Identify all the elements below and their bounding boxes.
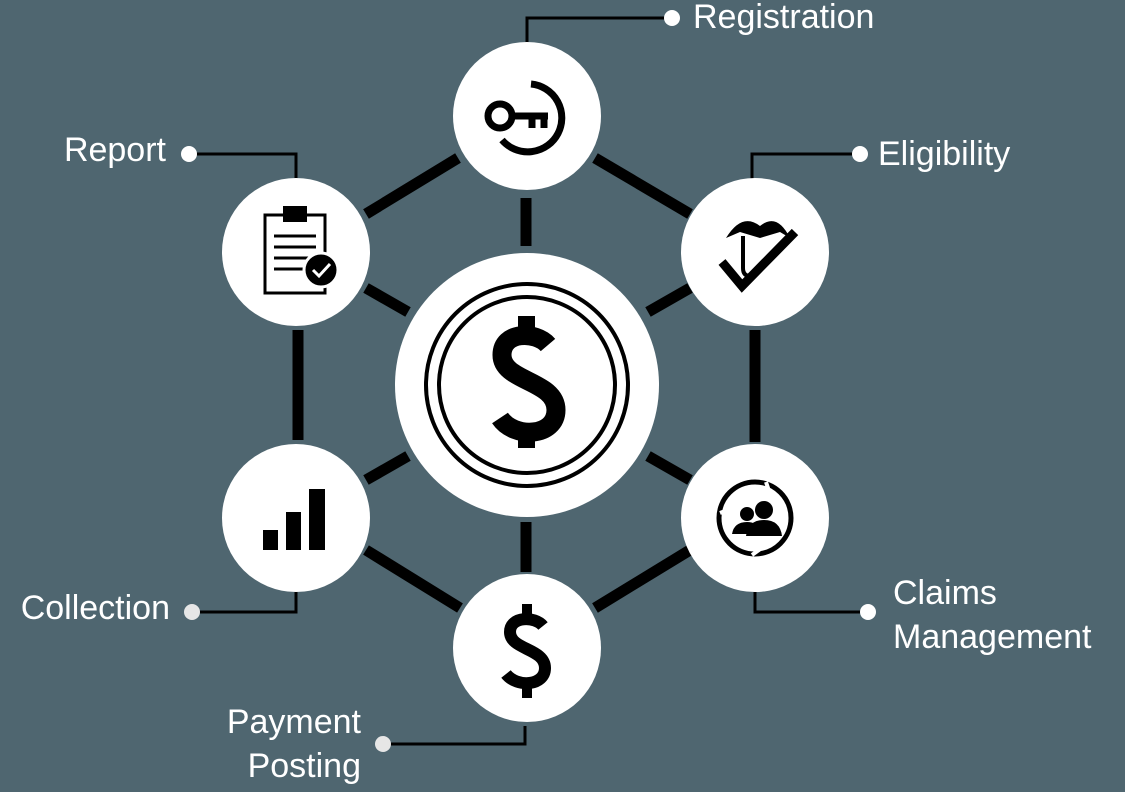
users-cycle-icon <box>716 479 794 557</box>
callout-dot-payment <box>375 736 391 752</box>
dollar-coin-icon <box>492 316 566 448</box>
node-eligibility <box>681 178 829 326</box>
node-report-circle <box>222 178 370 326</box>
spoke-eligibility <box>645 283 693 317</box>
node-claims-management <box>681 444 829 592</box>
center-hub <box>395 253 659 517</box>
label-report: Report <box>64 131 167 169</box>
label-registration: Registration <box>693 0 874 36</box>
label-payment-line1: Payment <box>227 703 362 741</box>
callout-line-registration <box>525 16 670 44</box>
connector-registration-report <box>363 153 461 219</box>
center-inner-ring <box>437 295 617 475</box>
connector-claims-payment <box>592 545 693 613</box>
callout-dots <box>181 10 876 752</box>
clipboard-check-icon <box>263 206 340 295</box>
callout-dot-eligibility <box>852 146 868 162</box>
dollar-icon <box>501 604 552 698</box>
callout-line-collection <box>192 590 298 614</box>
umbrella-check-icon <box>718 221 799 293</box>
label-collection: Collection <box>21 589 170 627</box>
connector-collection-payment <box>363 545 463 613</box>
spoke-claims <box>645 451 693 485</box>
label-claims-line1: Claims <box>893 574 997 612</box>
callout-line-payment <box>383 726 527 746</box>
callout-line-report <box>190 152 298 180</box>
node-payment-posting <box>453 574 601 722</box>
spokes <box>363 198 693 572</box>
node-collection <box>222 444 370 592</box>
callout-line-claims <box>753 592 866 614</box>
key-icon <box>484 80 566 156</box>
node-registration <box>453 42 601 190</box>
label-payment-line2: Posting <box>248 747 361 785</box>
bar-chart-icon <box>263 489 325 550</box>
label-eligibility: Eligibility <box>878 135 1010 173</box>
center-ring-gap <box>424 282 630 488</box>
node-report <box>222 178 370 326</box>
label-claims-line2: Management <box>893 618 1092 656</box>
callout-line-eligibility <box>750 152 860 180</box>
spoke-report <box>363 283 411 317</box>
callout-lines <box>190 16 866 746</box>
connector-registration-eligibility <box>592 153 693 219</box>
callout-dot-claims <box>860 604 876 620</box>
callout-dot-report <box>181 146 197 162</box>
node-eligibility-circle <box>681 178 829 326</box>
spoke-collection <box>363 451 411 485</box>
hexagon-connectors <box>292 153 761 613</box>
node-claims-circle <box>681 444 829 592</box>
callout-dot-collection <box>184 604 200 620</box>
callout-dot-registration <box>664 10 680 26</box>
